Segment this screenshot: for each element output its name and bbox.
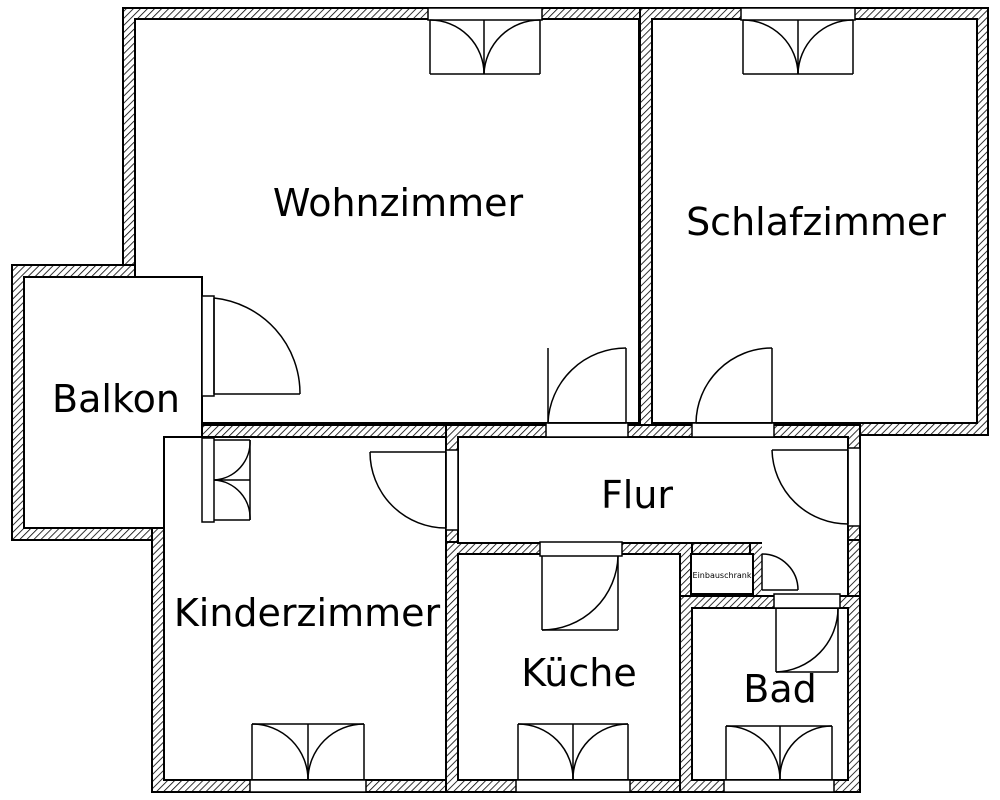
door-schlafzimmer-flur [691,347,775,438]
room-bad [691,607,849,781]
room-labels: Wohnzimmer Schlafzimmer Balkon Flur Kind… [52,181,946,711]
room-interiors [23,18,978,781]
window-schlafzimmer-top [740,7,856,75]
window-kinderzimmer-balkon [201,437,251,523]
room-wohnzimmer [134,18,640,424]
label-kinderzimmer: Kinderzimmer [174,591,441,635]
door-einbauschrank [761,553,799,591]
door-kueche-flur [539,541,623,631]
label-balkon: Balkon [52,377,180,421]
window-bad-bottom [723,725,835,793]
label-bad: Bad [743,667,816,711]
room-schlafzimmer [651,18,978,424]
label-wohnzimmer: Wohnzimmer [273,181,524,225]
label-flur: Flur [601,473,673,517]
openings [201,7,861,793]
door-balkon-wohnzimmer [201,295,301,397]
einbauschrank-fixture: Einbauschrank [690,553,754,595]
label-schlafzimmer: Schlafzimmer [686,200,946,244]
room-kueche [457,553,681,781]
door-kinderzimmer-flur [369,449,459,531]
door-flur-entrance [771,447,861,527]
einbauschrank-label: Einbauschrank [693,571,752,580]
door-bad-flur [773,593,841,673]
window-kueche-bottom [515,723,631,793]
door-wohnzimmer-flur [545,347,629,438]
room-flur-extension [762,540,848,596]
einbauschrank-box [690,553,754,595]
window-wohnzimmer-top [427,7,543,75]
label-kueche: Küche [521,651,636,695]
window-kinderzimmer-bottom [249,723,367,793]
